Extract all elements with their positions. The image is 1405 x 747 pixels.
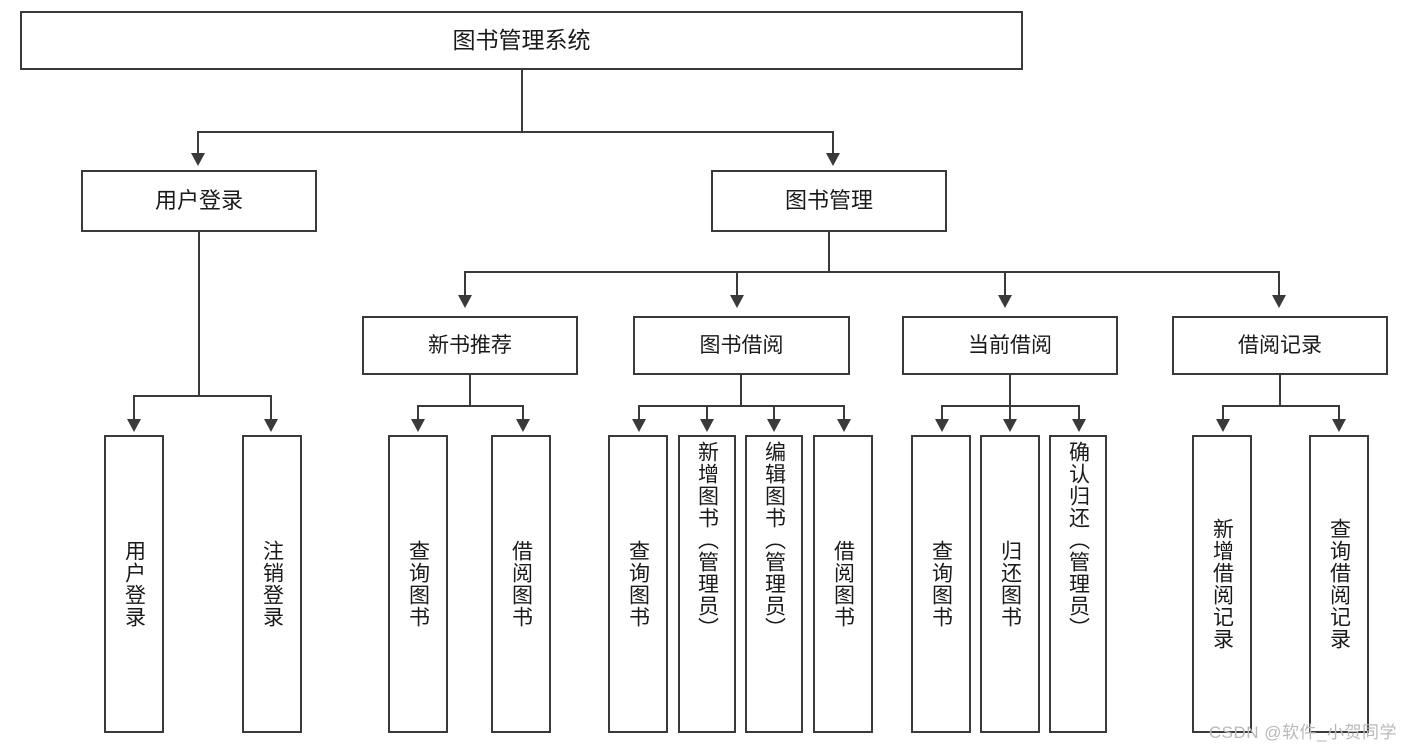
- arrow-br-leaf-2: [1332, 419, 1346, 432]
- connector-nbr-stem: [469, 375, 471, 406]
- connector-user-login-drop-1: [133, 395, 135, 421]
- leaf-query-book-2-label: 查询图书: [626, 540, 650, 628]
- node-user-login-label: 用户登录: [154, 187, 243, 213]
- node-new-book-recommend-label: 新书推荐: [428, 333, 512, 357]
- arrow-user-login-leaf-1: [127, 419, 141, 432]
- node-book-borrow-label: 图书借阅: [699, 333, 784, 357]
- connector-br-bus: [1222, 405, 1338, 407]
- connector-bm-drop-1: [464, 271, 466, 297]
- connector-cb-stem: [1009, 375, 1011, 406]
- arrow-bm-to-current-borrow: [998, 295, 1012, 308]
- connector-nbr-bus: [417, 405, 522, 407]
- leaf-edit-book-admin-label: 编辑图书（管理员）: [762, 441, 786, 639]
- arrow-bm-to-borrow-record: [1272, 295, 1286, 308]
- arrow-br-leaf-1: [1216, 419, 1230, 432]
- leaf-edit-book-admin[interactable]: 编辑图书（管理员）: [745, 435, 803, 733]
- leaf-logout-login-label: 注销登录: [260, 540, 284, 628]
- node-book-manage[interactable]: 图书管理: [711, 170, 947, 232]
- connector-bm-drop-4: [1278, 271, 1280, 297]
- arrow-user-login-leaf-2: [264, 419, 278, 432]
- node-current-borrow-label: 当前借阅: [968, 333, 1052, 357]
- connector-bb-drop-1: [638, 405, 640, 421]
- connector-root-stem: [521, 70, 523, 132]
- arrow-cb-leaf-2: [1003, 419, 1017, 432]
- leaf-query-book-2[interactable]: 查询图书: [608, 435, 668, 733]
- connector-nbr-drop-1: [417, 405, 419, 421]
- leaf-query-borrow-record[interactable]: 查询借阅记录: [1309, 435, 1369, 733]
- leaf-confirm-return-admin-label: 确认归还（管理员）: [1066, 441, 1090, 639]
- leaf-add-book-admin-label: 新增图书（管理员）: [695, 441, 719, 639]
- node-book-manage-label: 图书管理: [784, 187, 873, 213]
- connector-bm-drop-2: [736, 271, 738, 297]
- leaf-return-book[interactable]: 归还图书: [980, 435, 1040, 733]
- arrow-bb-leaf-1: [632, 419, 646, 432]
- arrow-cb-leaf-1: [935, 419, 949, 432]
- node-root-system[interactable]: 图书管理系统: [20, 11, 1023, 70]
- connector-nbr-drop-2: [522, 405, 524, 421]
- arrow-nbr-leaf-2: [516, 419, 530, 432]
- arrow-bm-to-new-book-recommend: [458, 295, 472, 308]
- node-root-system-label: 图书管理系统: [452, 26, 591, 53]
- connector-bb-drop-3: [773, 405, 775, 421]
- leaf-query-book-1[interactable]: 查询图书: [388, 435, 448, 733]
- leaf-query-book-1-label: 查询图书: [406, 540, 430, 628]
- arrow-bb-leaf-4: [837, 419, 851, 432]
- arrow-nbr-leaf-1: [411, 419, 425, 432]
- arrow-bb-leaf-3: [767, 419, 781, 432]
- leaf-add-borrow-record-label: 新增借阅记录: [1210, 518, 1234, 650]
- connector-user-login-stem: [198, 232, 200, 396]
- connector-bb-drop-4: [843, 405, 845, 421]
- connector-br-stem: [1279, 375, 1281, 406]
- connector-book-manage-stem: [828, 232, 830, 272]
- arrow-root-to-user-login: [191, 153, 205, 166]
- leaf-add-borrow-record[interactable]: 新增借阅记录: [1192, 435, 1252, 733]
- arrow-root-to-book-manage: [826, 153, 840, 166]
- node-current-borrow[interactable]: 当前借阅: [902, 316, 1118, 375]
- connector-bb-drop-2: [706, 405, 708, 421]
- leaf-borrow-book-2[interactable]: 借阅图书: [813, 435, 873, 733]
- node-user-login[interactable]: 用户登录: [81, 170, 317, 232]
- leaf-query-book-3-label: 查询图书: [929, 540, 953, 628]
- connector-root-to-book-manage: [832, 131, 834, 155]
- leaf-query-book-3[interactable]: 查询图书: [911, 435, 971, 733]
- arrow-bb-leaf-2: [700, 419, 714, 432]
- csdn-watermark: CSDN @软件_小贺同学: [1208, 723, 1397, 742]
- leaf-query-borrow-record-label: 查询借阅记录: [1327, 518, 1351, 650]
- leaf-borrow-book-1[interactable]: 借阅图书: [491, 435, 551, 733]
- leaf-return-book-label: 归还图书: [998, 540, 1022, 628]
- leaf-user-login-label: 用户登录: [122, 540, 146, 628]
- connector-cb-drop-3: [1078, 405, 1080, 421]
- connector-br-drop-1: [1222, 405, 1224, 421]
- leaf-user-login[interactable]: 用户登录: [104, 435, 164, 733]
- leaf-logout-login[interactable]: 注销登录: [242, 435, 302, 733]
- leaf-borrow-book-1-label: 借阅图书: [509, 540, 533, 628]
- connector-book-manage-bus: [464, 271, 1280, 273]
- leaf-add-book-admin[interactable]: 新增图书（管理员）: [678, 435, 736, 733]
- arrow-cb-leaf-3: [1072, 419, 1086, 432]
- connector-cb-drop-2: [1009, 405, 1011, 421]
- arrow-bm-to-book-borrow: [730, 295, 744, 308]
- leaf-confirm-return-admin[interactable]: 确认归还（管理员）: [1049, 435, 1107, 733]
- connector-root-to-user-login: [197, 131, 199, 155]
- connector-root-bus: [197, 131, 834, 133]
- connector-user-login-bus: [133, 395, 270, 397]
- node-new-book-recommend[interactable]: 新书推荐: [362, 316, 578, 375]
- connector-bb-stem: [740, 375, 742, 406]
- connector-cb-drop-1: [941, 405, 943, 421]
- leaf-borrow-book-2-label: 借阅图书: [831, 540, 855, 628]
- node-borrow-record[interactable]: 借阅记录: [1172, 316, 1388, 375]
- node-book-borrow[interactable]: 图书借阅: [633, 316, 850, 375]
- connector-user-login-drop-2: [270, 395, 272, 421]
- node-borrow-record-label: 借阅记录: [1238, 333, 1322, 357]
- connector-bm-drop-3: [1004, 271, 1006, 297]
- connector-bb-bus: [638, 405, 843, 407]
- connector-br-drop-2: [1338, 405, 1340, 421]
